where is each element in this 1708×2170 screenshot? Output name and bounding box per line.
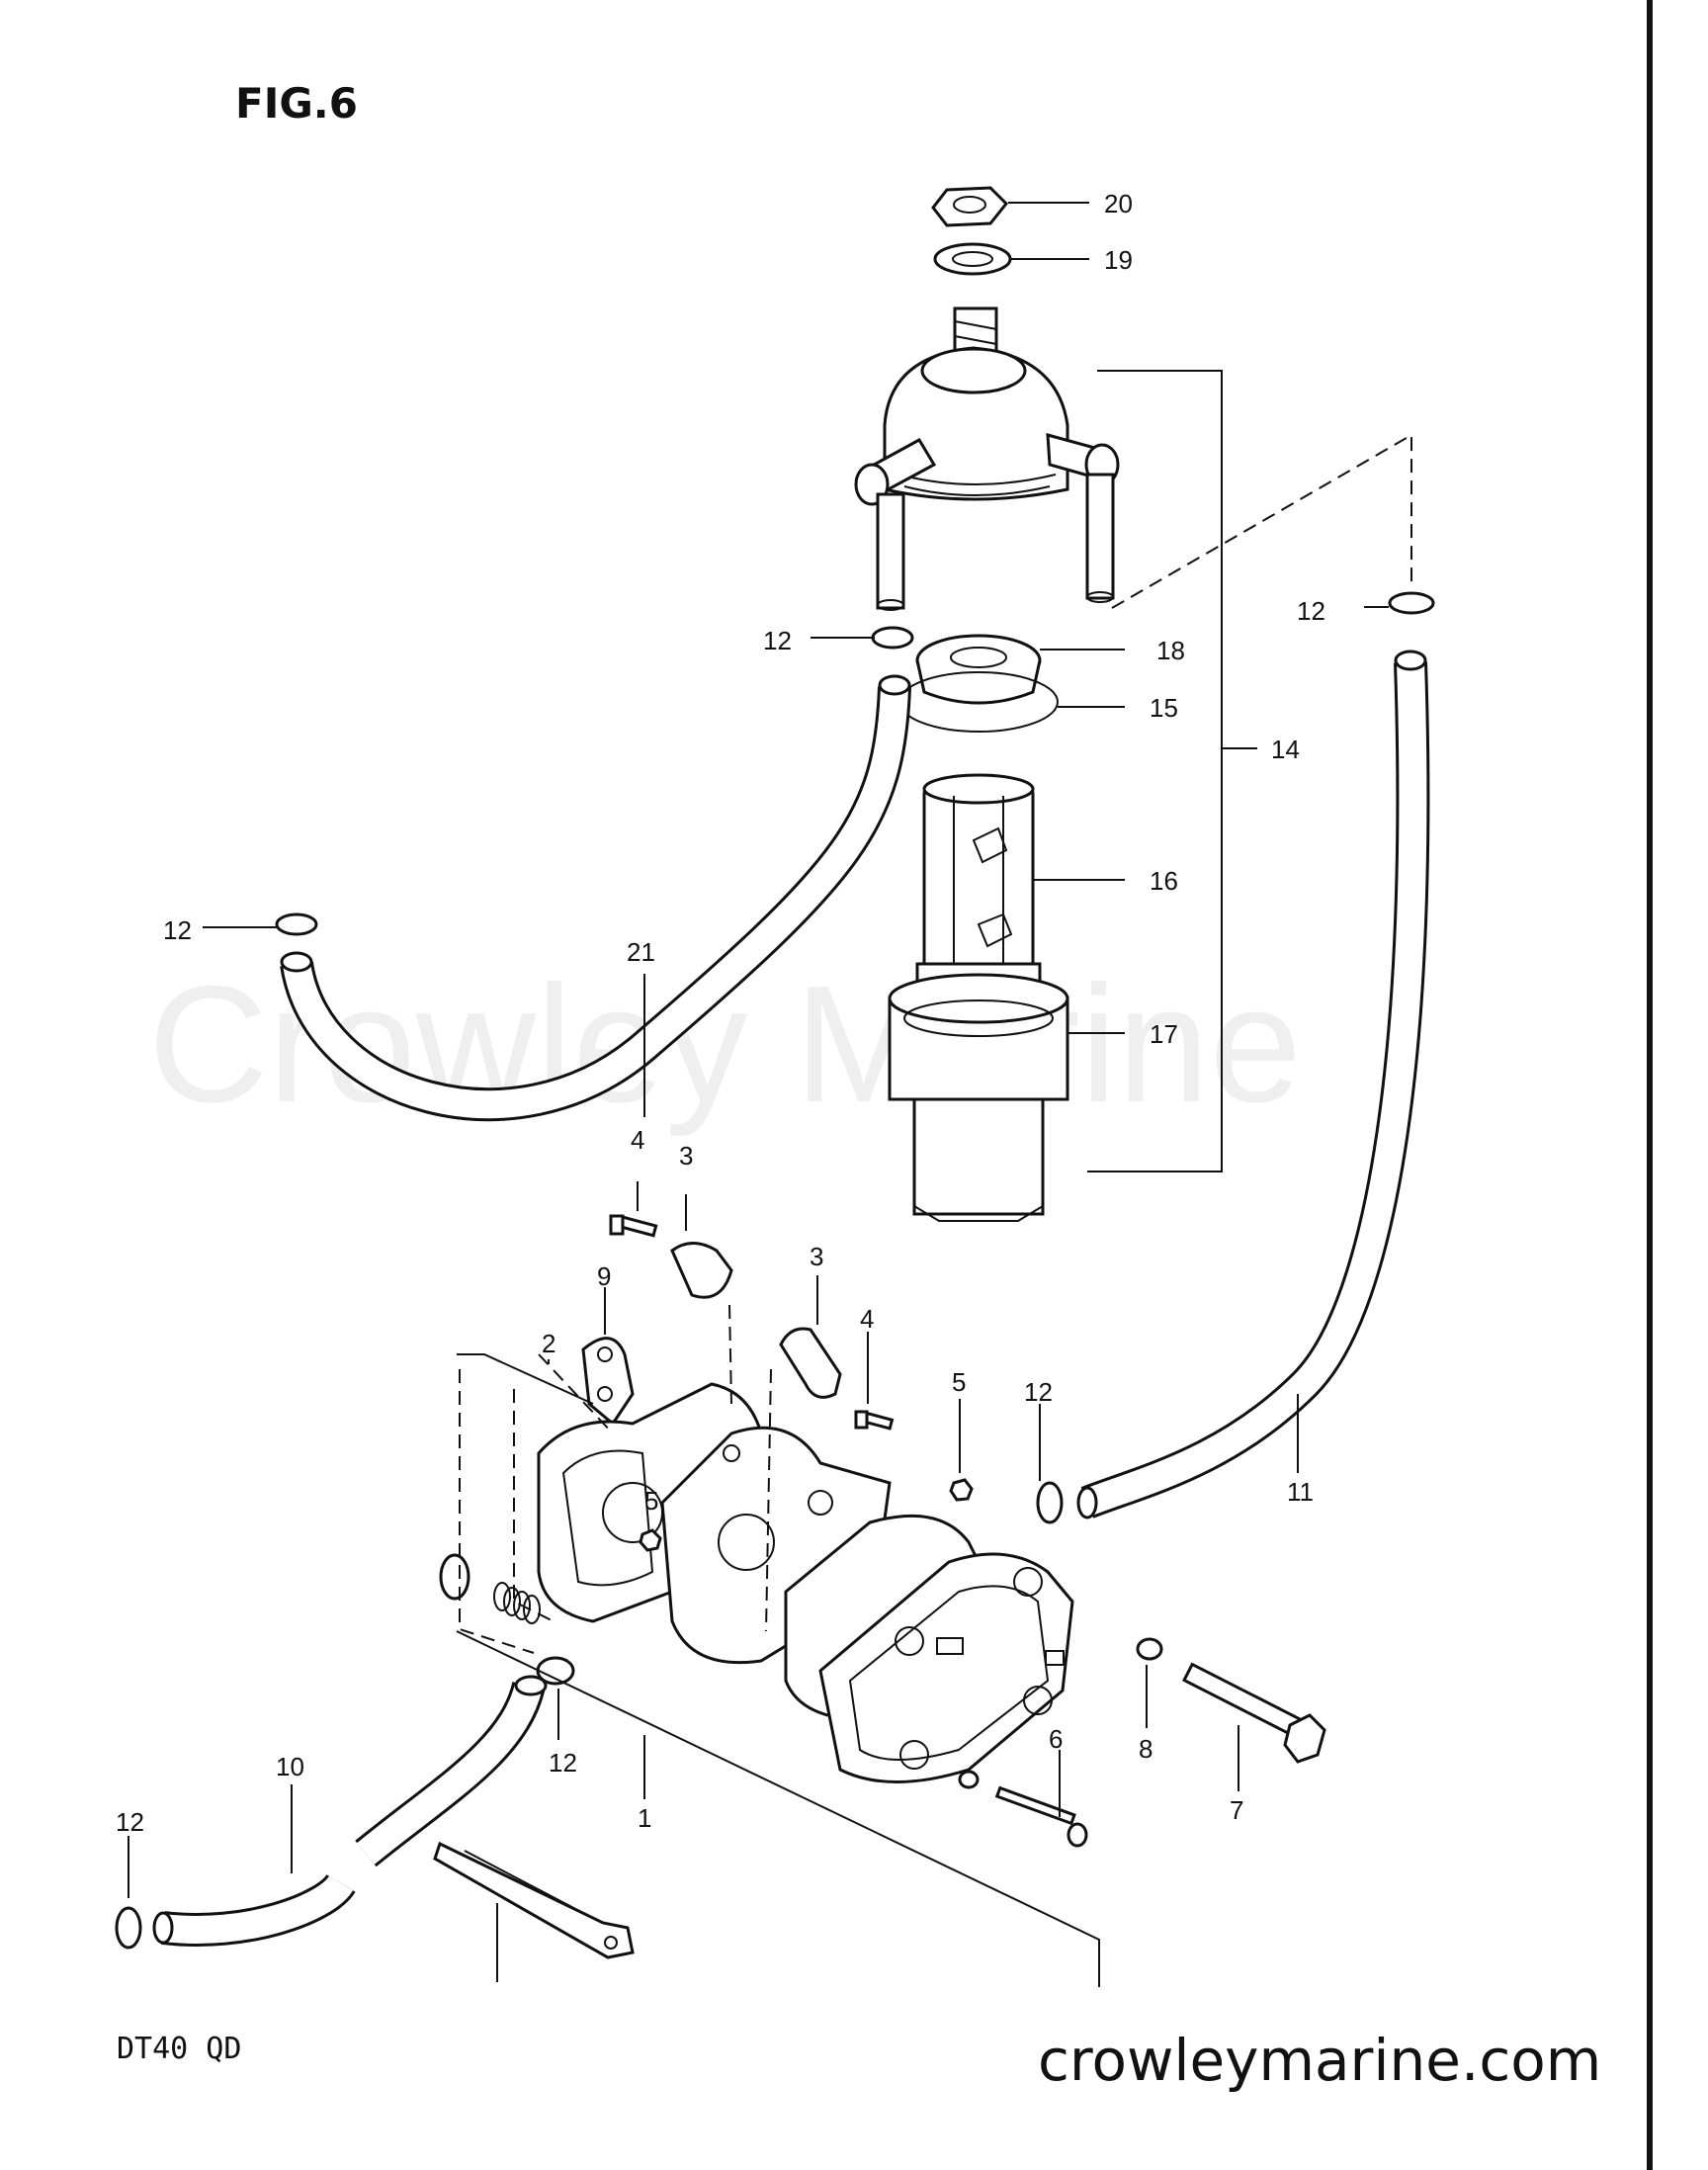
callout-3: 3 (679, 1141, 693, 1171)
nut-5b (949, 1478, 974, 1502)
washer-8 (1136, 1637, 1163, 1661)
callout-12: 12 (763, 626, 792, 655)
website-url: crowleymarine.com (1038, 2027, 1602, 2094)
page-border (1647, 0, 1653, 2170)
callout-7: 7 (1230, 1795, 1243, 1825)
plate-3b (779, 1327, 842, 1399)
callout-5: 5 (644, 1486, 658, 1516)
callout-12: 12 (549, 1748, 577, 1778)
fuel-filter-assembly (854, 186, 1120, 1222)
callout-19: 20 (1104, 189, 1133, 218)
model-code: DT40 QD (117, 2032, 242, 2066)
plate-3a (670, 1242, 733, 1299)
callout-4: 4 (860, 1304, 874, 1334)
callout-2: 2 (542, 1329, 555, 1358)
callout-14: 15 (1150, 693, 1178, 723)
callout-8: 8 (1139, 1734, 1153, 1764)
callout-9: 9 (597, 1261, 611, 1291)
gasket-9 (581, 1337, 635, 1427)
spring (493, 1582, 541, 1624)
callout-5: 5 (952, 1367, 966, 1397)
callout-20: 21 (627, 937, 655, 967)
bracket-21 (433, 1841, 635, 1959)
callout-10: 10 (276, 1752, 304, 1781)
callout-4: 4 (631, 1125, 644, 1155)
callout-12: 12 (163, 915, 192, 945)
screw-6 (994, 1785, 1088, 1848)
callout-12: 12 (1297, 596, 1325, 626)
callout-18: 19 (1104, 245, 1133, 275)
callout-11: 11 (1287, 1477, 1314, 1507)
callout-12: 12 (116, 1807, 144, 1837)
callout-3: 3 (810, 1242, 823, 1271)
callout-17: 18 (1156, 636, 1185, 665)
callout-12: 12 (1024, 1377, 1053, 1407)
hose-11 (1080, 661, 1430, 1519)
fuel-pump-assembly (433, 1214, 1326, 1959)
nut-19 (931, 186, 1009, 227)
callout-1: 1 (638, 1803, 651, 1833)
hose-clamps (115, 591, 1435, 1950)
filter-bowl-16 (888, 973, 1069, 1222)
callout-6: 6 (1049, 1724, 1063, 1754)
pump-cover (818, 1552, 1074, 1783)
leader-lines (128, 202, 1412, 1987)
nut-5a (639, 1528, 662, 1552)
callout-15: 16 (1150, 866, 1178, 896)
callout-13: 14 (1271, 735, 1300, 764)
fuel-hoses (152, 650, 1430, 1947)
callout-numbers: 20 19 18 15 14 16 17 12 12 12 21 4 3 9 3… (116, 189, 1325, 1837)
bolt-7 (1181, 1662, 1326, 1764)
washer-18 (933, 242, 1012, 276)
callout-16: 17 (1150, 1019, 1178, 1049)
filter-element-15 (915, 773, 1042, 986)
figure-title: FIG.6 (235, 79, 358, 128)
